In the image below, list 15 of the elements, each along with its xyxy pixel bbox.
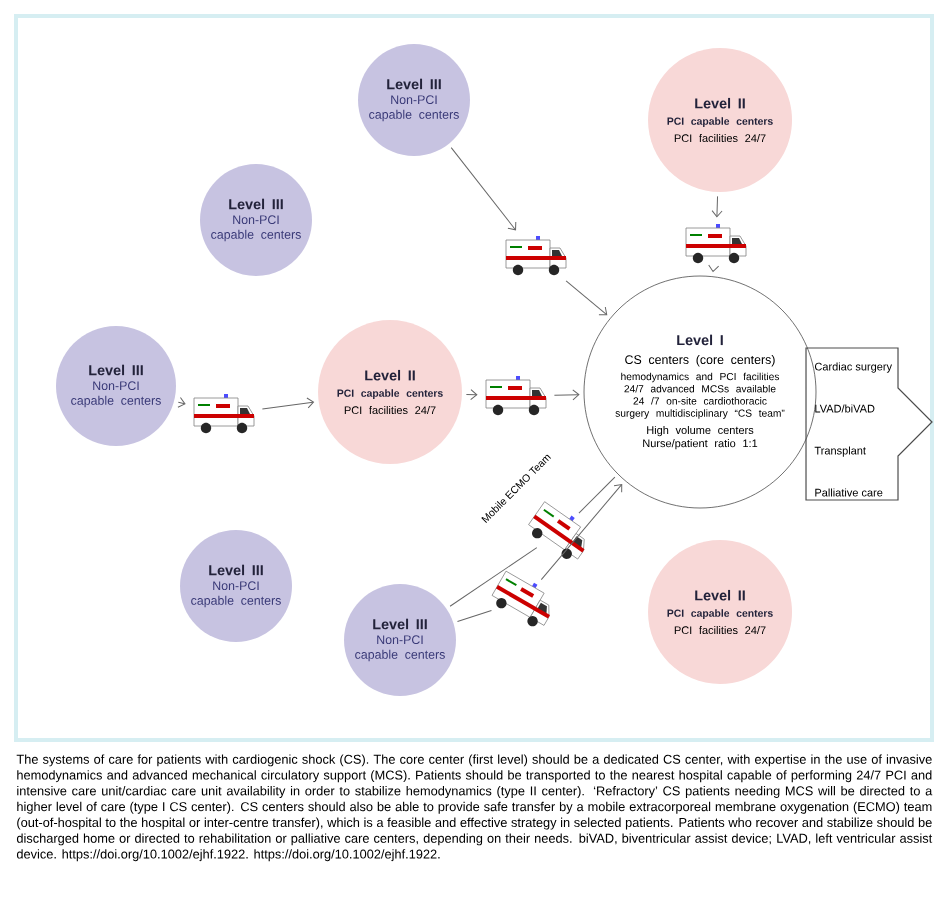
arrow xyxy=(553,389,580,401)
arrow xyxy=(261,397,314,410)
picture xyxy=(528,501,585,560)
picture xyxy=(491,570,550,627)
arrow xyxy=(450,147,517,231)
arrow xyxy=(711,195,723,218)
arrow xyxy=(708,264,720,273)
arrow xyxy=(465,389,478,401)
arrow xyxy=(540,484,623,581)
arrow xyxy=(177,397,186,408)
picture xyxy=(685,224,747,264)
picture xyxy=(505,236,567,276)
picture xyxy=(485,376,547,416)
picture xyxy=(193,394,255,434)
arrow xyxy=(565,280,608,316)
